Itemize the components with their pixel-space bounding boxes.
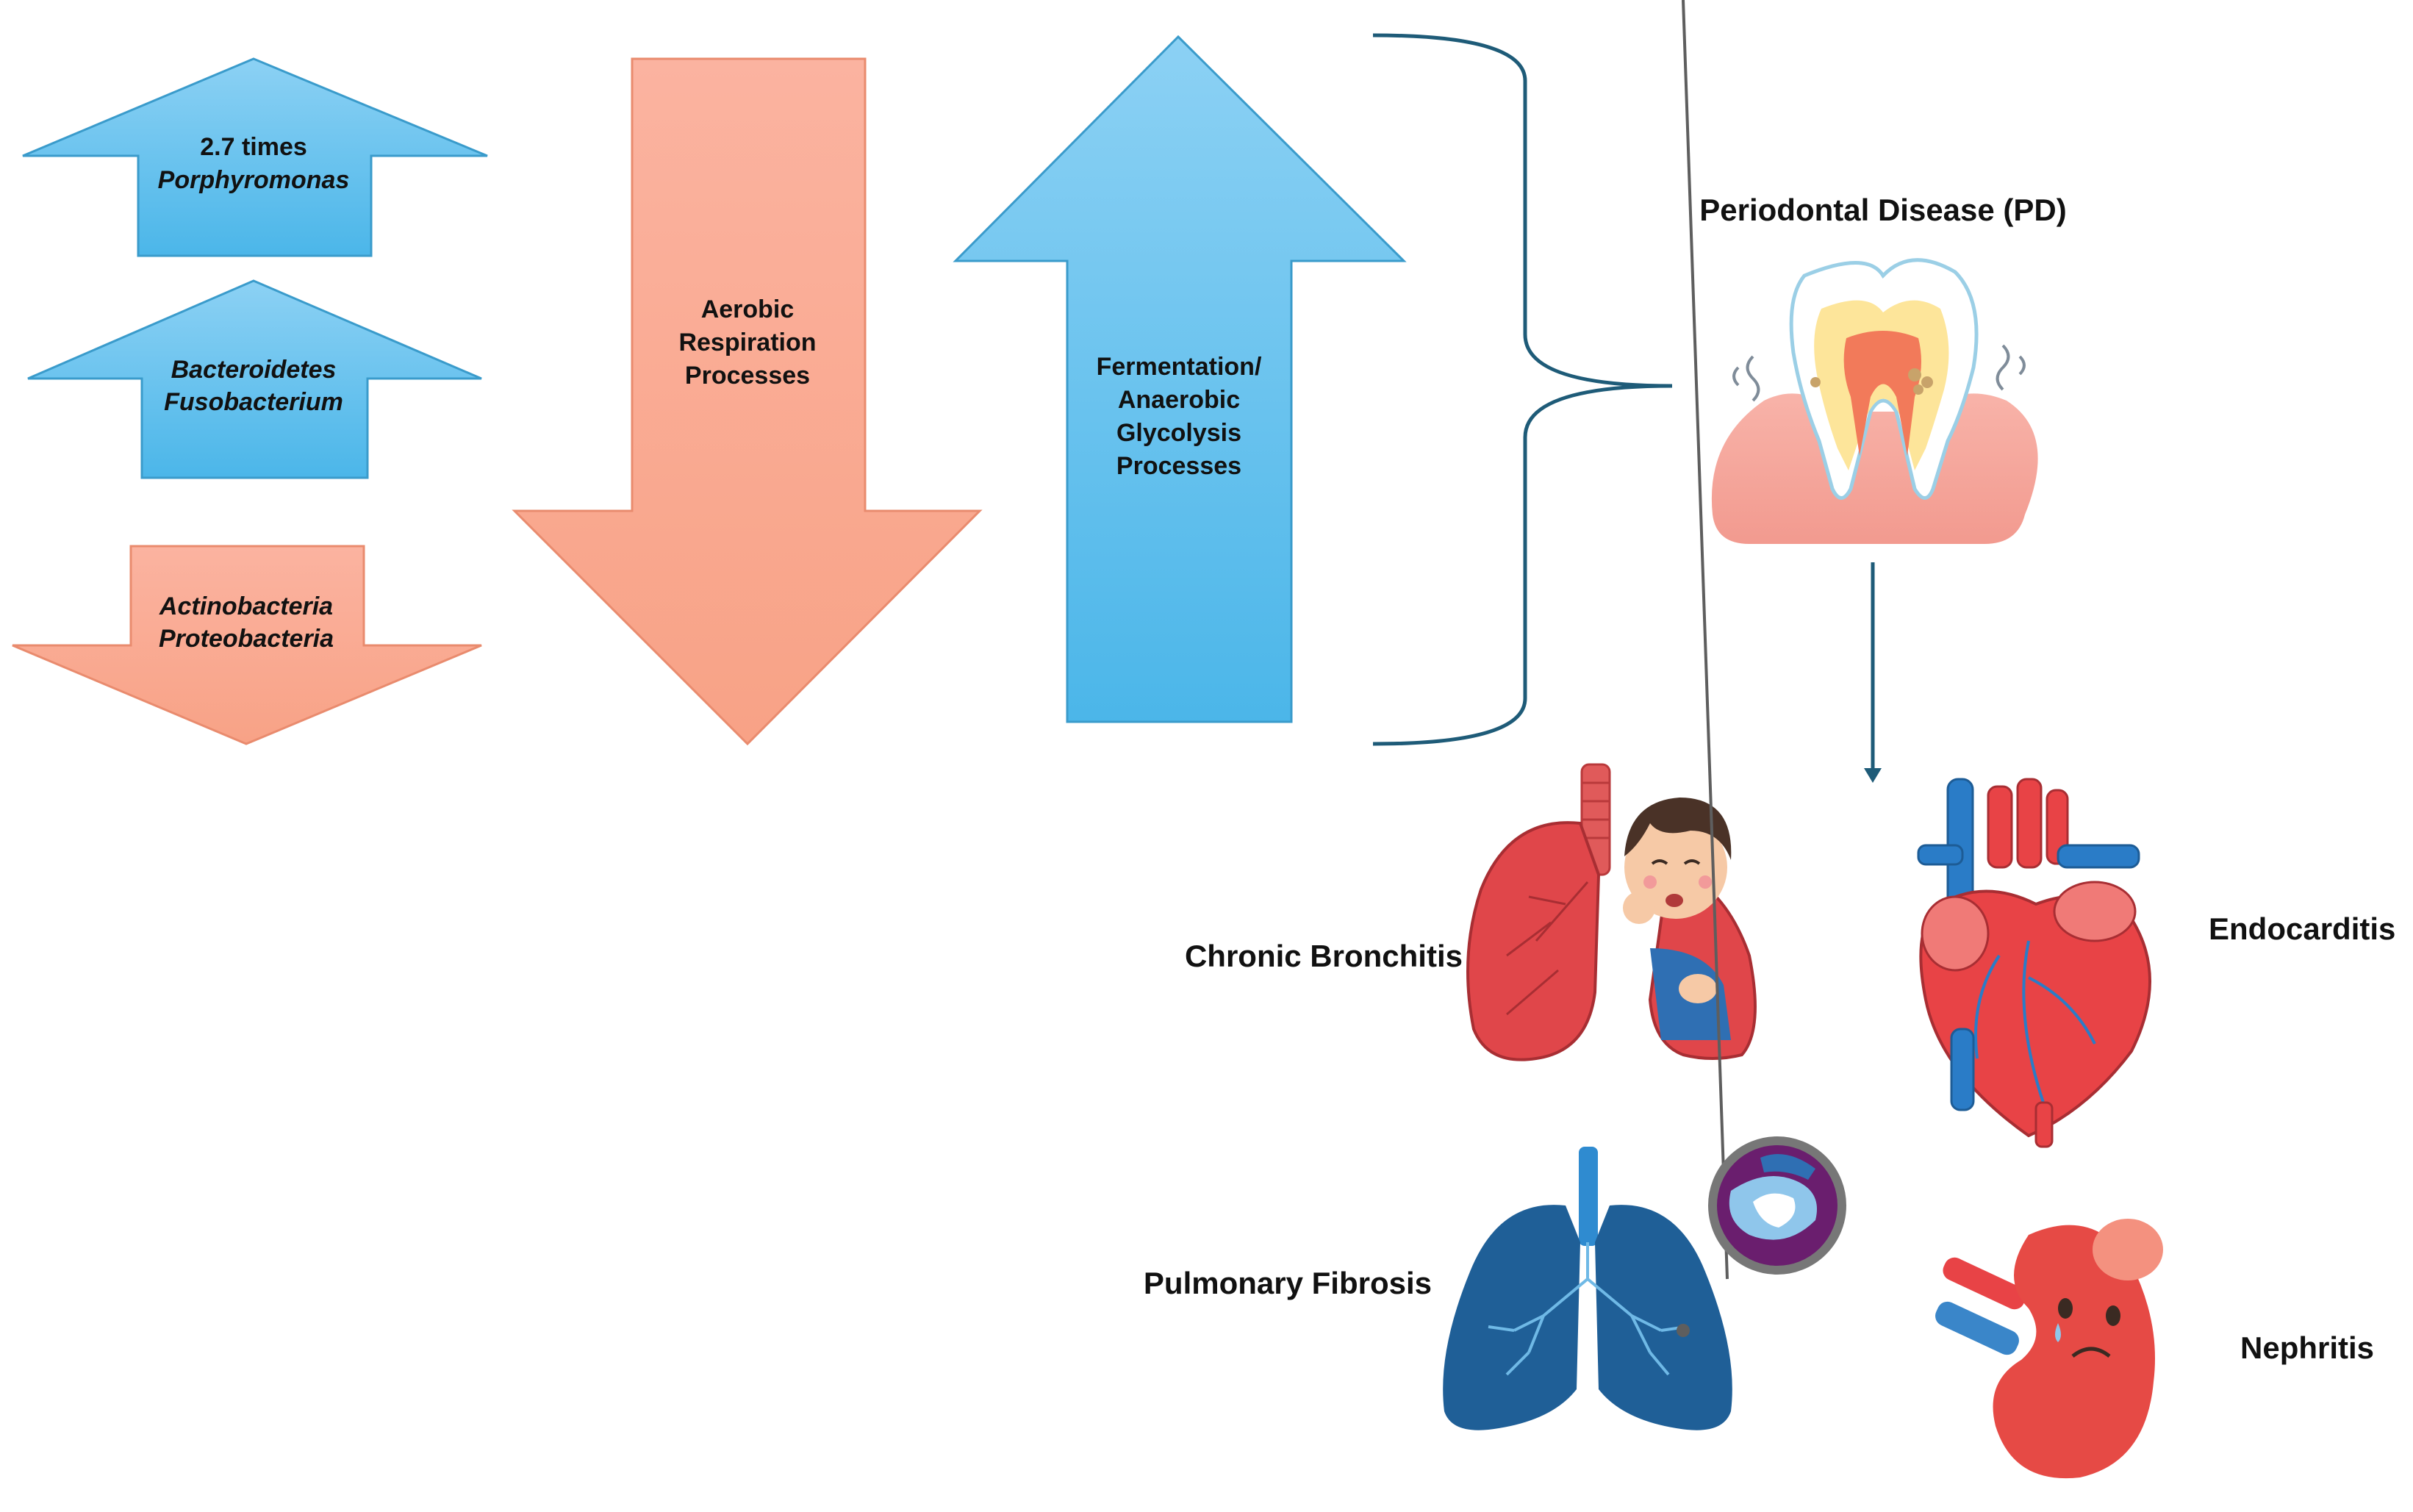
arrow-up-porphyromonas: 2.7 times Porphyromonas [22, 57, 488, 257]
heart-icon [1917, 778, 2151, 1148]
arrow-label-line4: Processes [1116, 452, 1241, 480]
disease-label-nephritis: Nephritis [2240, 1330, 2374, 1365]
arrow-label-line2: Fusobacterium [164, 388, 343, 416]
arrow-label-line1: Bacteroidetes [171, 356, 337, 384]
arrow-label-line2: Proteobacteria [159, 625, 334, 653]
arrow-down-aerobic: Aerobic Respiration Processes [512, 57, 983, 746]
arrow-up-shape [953, 35, 1407, 723]
arrow-label-line2: Anaerobic [1118, 386, 1240, 414]
disease-label-fibrosis: Pulmonary Fibrosis [1144, 1266, 1432, 1300]
arrow-label-line1: Fermentation/ [1097, 353, 1262, 381]
curly-bracket [1372, 33, 1673, 746]
arrow-label-line1: Aerobic [701, 295, 795, 323]
pd-title: Periodontal Disease (PD) [1699, 193, 2066, 227]
arrow-up-bacteroidetes: Bacteroidetes Fusobacterium [27, 279, 482, 479]
fibrosis-lungs-icon [1443, 0, 1846, 1430]
arrow-label-line2: Porphyromonas [158, 166, 350, 194]
arrow-label-line3: Glycolysis [1116, 419, 1241, 447]
arrow-down-shape [12, 545, 482, 745]
arrow-label-line1: 2.7 times [200, 133, 307, 161]
disease-label-bronchitis: Chronic Bronchitis [1185, 939, 1463, 973]
pd-down-arrow [1864, 562, 1882, 783]
arrow-label-line3: Processes [685, 362, 810, 390]
arrow-label-line2: Respiration [678, 329, 816, 356]
arrow-up-shape [27, 279, 482, 479]
arrow-down-shape [512, 57, 983, 746]
disease-label-endocarditis: Endocarditis [2209, 911, 2395, 946]
kidney-icon [1935, 1219, 2163, 1479]
tooth-icon [1711, 258, 2038, 544]
arrow-up-fermentation: Fermentation/ Anaerobic Glycolysis Proce… [953, 35, 1407, 723]
arrow-up-shape [22, 57, 488, 257]
arrow-down-actinobacteria: Actinobacteria Proteobacteria [12, 545, 482, 745]
arrow-label-line1: Actinobacteria [159, 592, 333, 620]
bronchitis-lungs-icon [1466, 763, 1757, 1061]
